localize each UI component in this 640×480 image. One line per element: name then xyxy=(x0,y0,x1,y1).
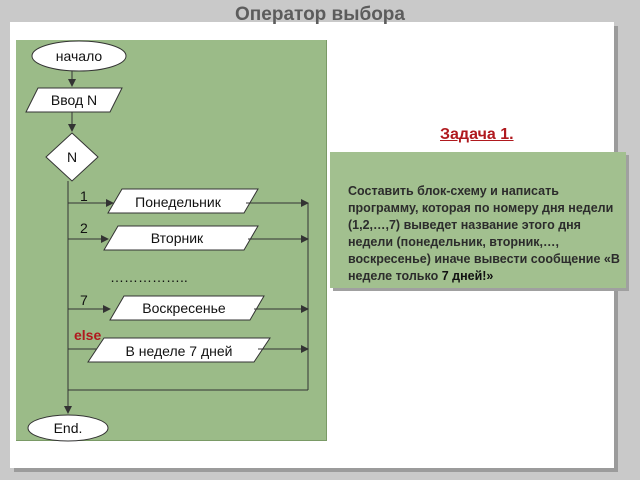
else-label: else xyxy=(74,327,101,343)
case-2-block xyxy=(103,225,259,251)
start-terminal xyxy=(31,40,127,72)
case-2-label: 2 xyxy=(80,220,88,236)
case-1-block xyxy=(107,188,259,214)
decision-block xyxy=(45,132,99,182)
end-terminal xyxy=(27,414,109,442)
else-text: В неделе 7 дней xyxy=(126,343,233,359)
decision-label: N xyxy=(67,149,77,165)
ellipsis: …………….. xyxy=(110,269,188,285)
task-text-main: Составить блок-схему и написать программ… xyxy=(348,184,620,283)
case-7-label: 7 xyxy=(80,292,88,308)
task-title: Задача 1. xyxy=(440,126,514,143)
task-box xyxy=(330,152,626,288)
case-7-text: Воскресенье xyxy=(142,300,226,316)
task-text: Составить блок-схему и написать программ… xyxy=(348,183,628,285)
task-text-tail: 7 дней!» xyxy=(441,269,494,283)
input-block xyxy=(25,87,123,113)
end-label: End. xyxy=(54,420,83,436)
start-label: начало xyxy=(56,48,103,64)
slide-title: Оператор выбора xyxy=(235,4,405,25)
case-2-text: Вторник xyxy=(151,230,204,246)
case-1-text: Понедельник xyxy=(135,194,222,210)
input-label: Ввод N xyxy=(51,92,97,108)
case-7-block xyxy=(109,295,265,321)
else-block xyxy=(87,337,271,363)
case-1-label: 1 xyxy=(80,188,88,204)
